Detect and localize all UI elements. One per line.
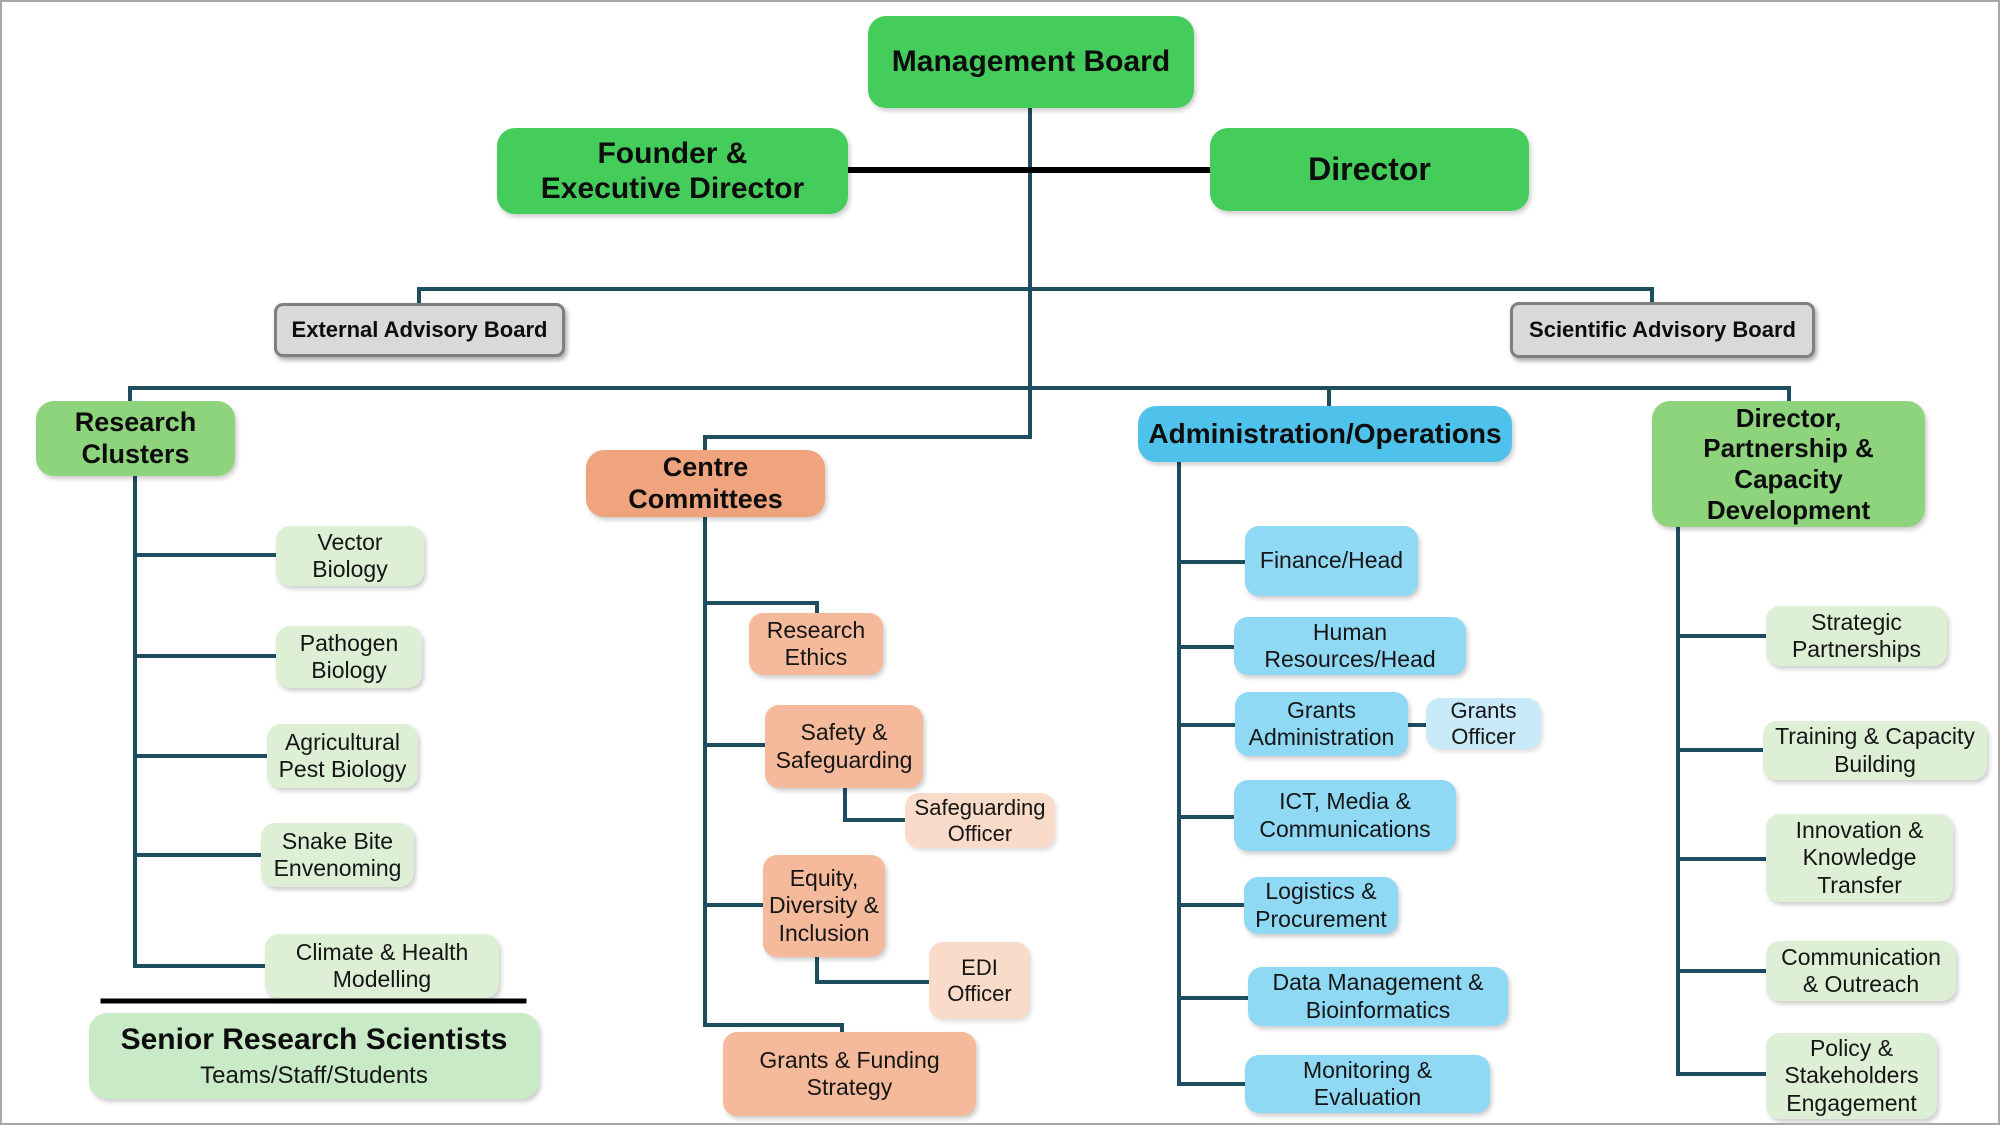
node-grants-administration: Grants Administration xyxy=(1235,692,1408,756)
connector-edi-officer xyxy=(815,955,931,984)
node-grants-funding-strategy: Grants & Funding Strategy xyxy=(723,1032,976,1116)
node-climate-health-modelling: Climate & Health Modelling xyxy=(265,934,499,998)
node-label: Finance/Head xyxy=(1259,547,1404,574)
node-director-partnership-capacity: Director, Partnership & Capacity Develop… xyxy=(1652,401,1925,527)
node-label: Climate & Health Modelling xyxy=(295,938,469,992)
node-label: Communication & Outreach xyxy=(1781,943,1941,997)
node-label: Director xyxy=(1308,150,1431,187)
node-label: Centre Committees xyxy=(628,451,783,514)
connector-centre-branch-1 xyxy=(703,601,819,615)
node-label: Grants & Funding Strategy xyxy=(759,1046,940,1100)
node-label: Vector Biology xyxy=(312,528,388,582)
connector-centre-spine xyxy=(703,515,844,1034)
node-label: Scientific Advisory Board xyxy=(1529,317,1796,343)
node-training-capacity-building: Training & Capacity Building xyxy=(1763,721,1987,780)
node-agricultural-pest-biology: Agricultural Pest Biology xyxy=(267,724,418,788)
node-edi-officer: EDI Officer xyxy=(929,942,1030,1019)
node-label: Training & Capacity Building xyxy=(1775,723,1975,777)
node-policy-stakeholders-engagement: Policy & Stakeholders Engagement xyxy=(1766,1033,1937,1119)
node-strategic-partnerships: Strategic Partnerships xyxy=(1766,606,1947,666)
node-equity-diversity-inclusion: Equity, Diversity & Inclusion xyxy=(763,855,885,957)
node-label: Research Ethics xyxy=(766,616,866,670)
node-label: Monitoring & Evaluation xyxy=(1302,1056,1433,1110)
senior-title: Senior Research Scientists xyxy=(120,1023,508,1057)
node-vector-biology: Vector Biology xyxy=(276,526,424,586)
node-senior-research-scientists: Senior Research Scientists Teams/Staff/S… xyxy=(89,1013,539,1099)
node-label: Research Clusters xyxy=(74,406,197,469)
node-administration-operations: Administration/Operations xyxy=(1138,406,1512,462)
node-label: Strategic Partnerships xyxy=(1791,608,1922,662)
node-label: Founder & Executive Director xyxy=(540,136,805,205)
node-research-ethics: Research Ethics xyxy=(749,613,883,675)
node-label: Safety & Safeguarding xyxy=(775,719,913,773)
node-label: Innovation & Knowledge Transfer xyxy=(1795,817,1924,898)
node-label: EDI Officer xyxy=(947,954,1012,1006)
node-grants-officer: Grants Officer xyxy=(1426,698,1541,749)
node-label: Safeguarding Officer xyxy=(914,794,1046,846)
node-label: Data Management & Bioinformatics xyxy=(1272,969,1484,1023)
node-label: Director, Partnership & Capacity Develop… xyxy=(1703,402,1874,525)
node-safeguarding-officer: Safeguarding Officer xyxy=(905,793,1055,848)
node-logistics-procurement: Logistics & Procurement xyxy=(1244,877,1398,934)
node-ict-media-communications: ICT, Media & Communications xyxy=(1234,780,1456,851)
node-scientific-advisory-board: Scientific Advisory Board xyxy=(1510,302,1815,358)
node-label: Grants Administration xyxy=(1248,696,1395,750)
node-human-resources-head: Human Resources/Head xyxy=(1234,617,1466,675)
node-innovation-knowledge-transfer: Innovation & Knowledge Transfer xyxy=(1766,814,1953,902)
node-management-board: Management Board xyxy=(868,16,1194,108)
connector-advisory-bracket xyxy=(417,287,1654,305)
node-founder-executive-director: Founder & Executive Director xyxy=(497,128,848,214)
node-label: External Advisory Board xyxy=(291,317,548,343)
node-research-clusters: Research Clusters xyxy=(36,401,235,476)
node-pathogen-biology: Pathogen Biology xyxy=(276,626,422,688)
node-label: ICT, Media & Communications xyxy=(1259,788,1431,842)
node-label: Human Resources/Head xyxy=(1264,618,1436,672)
node-label: Management Board xyxy=(891,45,1171,79)
node-data-management-bioinformatics: Data Management & Bioinformatics xyxy=(1248,967,1508,1026)
node-safety-safeguarding: Safety & Safeguarding xyxy=(765,705,923,788)
node-communication-outreach: Communication & Outreach xyxy=(1766,941,1956,1001)
node-director: Director xyxy=(1210,128,1529,211)
node-label: Administration/Operations xyxy=(1148,418,1502,450)
node-label: Agricultural Pest Biology xyxy=(278,728,407,782)
node-label: Equity, Diversity & Inclusion xyxy=(769,865,879,946)
node-monitoring-evaluation: Monitoring & Evaluation xyxy=(1245,1055,1490,1113)
node-finance-head: Finance/Head xyxy=(1245,526,1418,596)
node-external-advisory-board: External Advisory Board xyxy=(274,303,565,357)
node-label: Policy & Stakeholders Engagement xyxy=(1784,1035,1919,1116)
node-label: Logistics & Procurement xyxy=(1255,878,1387,932)
connector-safeguarding-officer xyxy=(843,786,907,822)
node-centre-committees: Centre Committees xyxy=(586,450,825,517)
connector-tier-bracket xyxy=(128,386,1791,403)
node-snake-bite-envenoming: Snake Bite Envenoming xyxy=(261,823,414,887)
senior-subtitle: Teams/Staff/Students xyxy=(200,1061,428,1089)
node-label: Snake Bite Envenoming xyxy=(273,827,402,881)
node-label: Pathogen Biology xyxy=(299,629,399,683)
node-label: Grants Officer xyxy=(1450,697,1517,749)
connector-root-spine xyxy=(703,106,1032,452)
